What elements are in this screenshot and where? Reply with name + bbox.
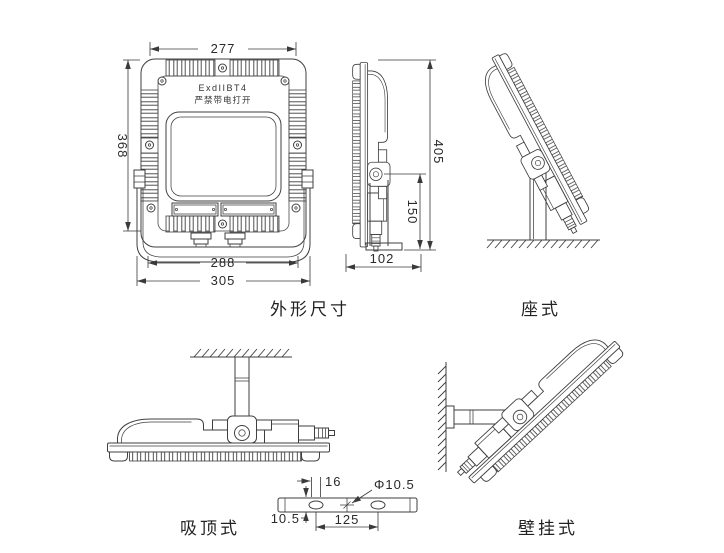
lens-outer — [165, 111, 282, 202]
fins-top-right — [229, 59, 280, 77]
bracket-slot-right — [370, 500, 386, 510]
wall-lamp-profile — [448, 322, 627, 493]
yoke-knob-left — [133, 169, 146, 189]
dim-label-16: 16 — [325, 474, 341, 489]
caption-outline-dimensions: 外形尺寸 — [270, 300, 350, 319]
ground — [486, 239, 600, 249]
warning-label: 严禁带电打开 — [194, 95, 251, 105]
fins-bottom-left — [165, 215, 216, 233]
pedestal-view — [471, 50, 600, 249]
front-view: ExdIIBT4 严禁带电打开 — [115, 41, 314, 288]
ceiling-post — [234, 356, 250, 417]
ceiling-view — [107, 348, 335, 462]
bracket-end-lines — [284, 498, 411, 512]
fins-top-left — [165, 59, 216, 77]
bracket-detail: 16 Φ10.5 10.5 125 — [271, 474, 418, 531]
ceiling-surface — [190, 348, 292, 358]
bracket-dimensions: 16 Φ10.5 10.5 125 — [271, 474, 415, 531]
caption-ceiling-type: 吸顶式 — [180, 519, 240, 538]
lens-inner — [170, 116, 277, 197]
wall-view — [437, 322, 627, 493]
side-dimensions: 405 150 102 — [345, 59, 446, 272]
front-cable-glands — [190, 232, 246, 248]
dim-label-277: 277 — [211, 41, 236, 56]
dim-label-102: 102 — [370, 251, 395, 266]
dim-label-305: 305 — [211, 273, 236, 288]
yoke-knob-right — [301, 169, 314, 189]
dim-label-hole-dia: Φ10.5 — [374, 477, 415, 492]
ex-marking-label: ExdIIBT4 — [198, 83, 247, 93]
bracket-bar — [277, 497, 418, 513]
fins-bottom-right — [229, 215, 280, 233]
caption-wall-type: 壁挂式 — [518, 519, 578, 538]
bracket-center-mark — [340, 498, 354, 512]
front-dimensions: 277 368 288 305 — [115, 41, 311, 288]
dim-label-405: 405 — [431, 140, 446, 165]
dim-label-288: 288 — [211, 255, 236, 270]
wall-surface — [437, 362, 447, 472]
ceiling-lamp-profile — [107, 415, 335, 462]
side-view: 405 150 102 — [345, 59, 446, 272]
dim-label-10-5: 10.5 — [271, 511, 300, 526]
cover-screws — [145, 63, 302, 229]
side-bracket-arm — [365, 180, 403, 251]
bracket-slot-left — [308, 500, 324, 510]
front-yoke — [133, 169, 314, 263]
dim-label-368: 368 — [115, 134, 130, 159]
fins-right-upper — [288, 89, 307, 139]
fins-left-upper — [140, 89, 159, 139]
nameplates — [171, 202, 277, 217]
side-lamp-profile — [352, 62, 391, 252]
dim-label-150: 150 — [405, 200, 420, 225]
dim-label-125: 125 — [335, 512, 360, 527]
caption-pedestal-type: 座式 — [521, 300, 561, 319]
